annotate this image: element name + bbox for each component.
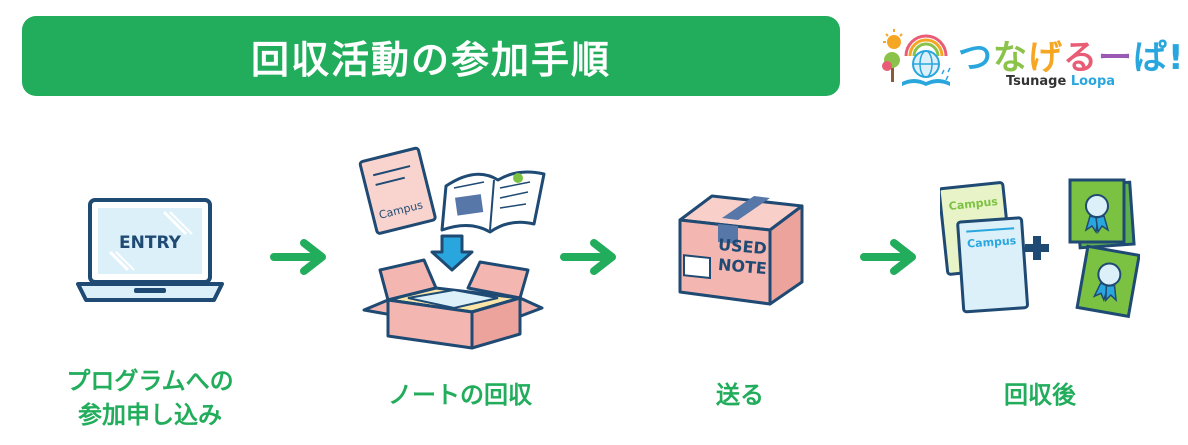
notebook-cover-text: Campus: [948, 195, 999, 213]
logo-char: る: [1063, 38, 1098, 78]
step-label-line: 送る: [716, 381, 764, 409]
page-title: 回収活動の参加手順: [250, 37, 611, 82]
step-label-collect: ノートの回収: [340, 378, 580, 412]
notebooks-plus-certificates-icon: Campus Campus: [940, 178, 1140, 319]
box-text-line1: USED: [717, 235, 767, 258]
step-label-after: 回収後: [920, 378, 1160, 412]
notebook-cover-text: Campus: [967, 234, 1017, 250]
logo-char: な: [993, 38, 1028, 78]
step-label-line: ノートの回収: [388, 381, 532, 409]
logo-char: !: [1168, 38, 1185, 78]
logo: つなげるーぱ! Tsunage Loopa: [880, 24, 1184, 104]
logo-subtitle-loopa: Loopa: [1070, 74, 1116, 89]
title-banner: 回収活動の参加手順: [22, 16, 840, 96]
shipping-box-icon: USED NOTE: [678, 194, 804, 306]
arrow-right-icon: [560, 239, 616, 275]
step-label-entry: プログラムへの 参加申し込み: [30, 364, 270, 432]
arrow-right-icon: [270, 239, 326, 275]
logo-wordmark: つなげるーぱ!: [958, 30, 1185, 79]
step-label-line: 参加申し込み: [78, 401, 222, 429]
laptop-icon: ENTRY: [76, 198, 224, 302]
logo-subtitle-prefix: Tsunage: [1006, 74, 1071, 89]
logo-char: ー: [1098, 38, 1133, 78]
step-label-line: プログラムへの: [66, 367, 234, 395]
logo-char: げ: [1028, 38, 1063, 78]
logo-emblem-icon: [882, 29, 951, 86]
box-text-line2: NOTE: [717, 255, 767, 278]
arrow-right-icon: [860, 239, 916, 275]
box-with-notebooks-icon: Campus: [358, 146, 546, 350]
logo-subtitle: Tsunage Loopa: [1006, 74, 1115, 89]
laptop-screen-text: ENTRY: [119, 233, 182, 253]
step-label-line: 回収後: [1004, 381, 1076, 409]
step-label-send: 送る: [620, 378, 860, 412]
logo-char: ぱ: [1133, 38, 1168, 78]
logo-char: つ: [958, 38, 993, 78]
